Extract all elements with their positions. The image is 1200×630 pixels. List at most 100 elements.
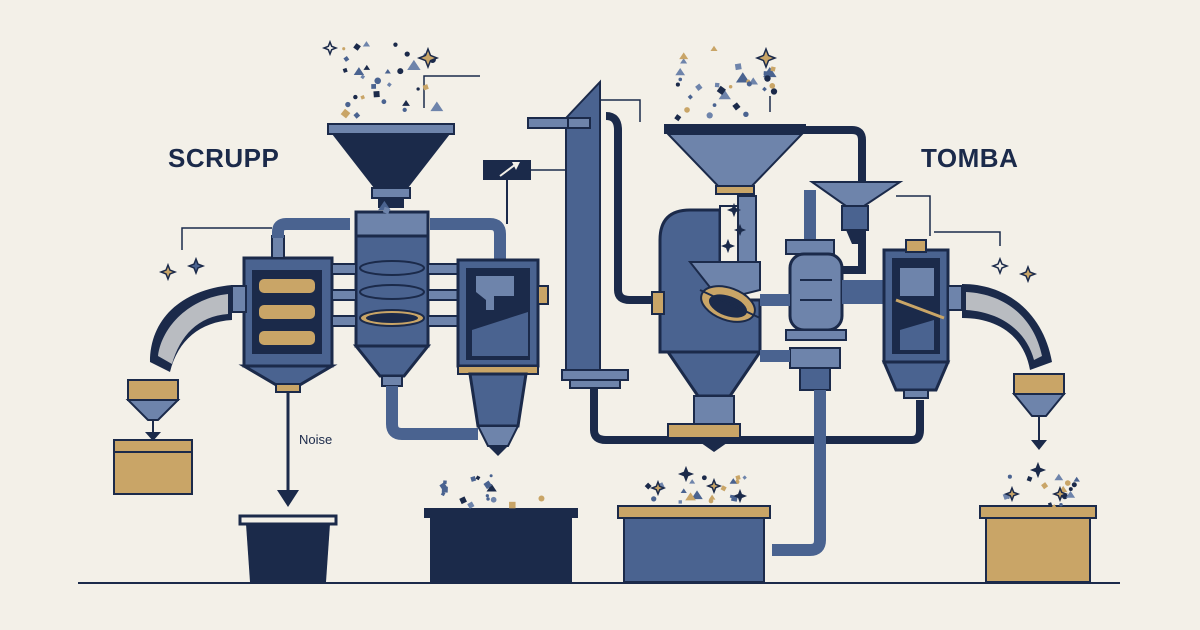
- confetti-particle-icon: [538, 495, 545, 502]
- sparkle-icon: [649, 479, 667, 497]
- confetti-particle-icon: [486, 483, 497, 492]
- confetti-particle-icon: [732, 102, 741, 111]
- tomba-label: TOMBA: [921, 143, 1019, 173]
- sparkle-icon: [186, 256, 206, 276]
- confetti-particle-icon: [371, 84, 377, 89]
- confetti-particle-icon: [342, 67, 348, 73]
- sparkle-icon: [1018, 264, 1038, 284]
- confetti-particle-icon: [485, 494, 489, 498]
- confetti-particle-icon: [714, 82, 720, 88]
- confetti-particle-icon: [374, 77, 382, 85]
- top-funnel-left: [327, 123, 455, 208]
- scrupp-label: SCRUPP: [168, 143, 280, 173]
- confetti-particle-icon: [345, 101, 351, 108]
- confetti-particle-icon: [467, 501, 475, 509]
- confetti-particle-icon: [407, 59, 421, 71]
- confetti-particle-icon: [382, 206, 391, 215]
- confetti-particle-icon: [734, 63, 742, 71]
- downward-arrow-icon: [145, 432, 161, 441]
- confetti-particle-icon: [763, 71, 768, 76]
- noise-bin: [238, 514, 338, 582]
- confetti-particle-icon: [1047, 502, 1053, 507]
- confetti-particle-icon: [746, 81, 752, 87]
- downward-arrow-icon: [277, 490, 299, 507]
- sparkle-icon: [733, 223, 747, 237]
- confetti-particle-icon: [1041, 482, 1049, 490]
- confetti-particle-icon: [441, 486, 448, 493]
- confetti-particle-icon: [644, 482, 652, 490]
- left-curved-chute: [150, 285, 232, 372]
- confetti-particle-icon: [443, 480, 447, 485]
- confetti-particles: [340, 41, 1080, 509]
- downward-arrow-icon: [1031, 440, 1047, 450]
- right-gold-bin: [979, 505, 1097, 583]
- confetti-particle-icon: [679, 52, 689, 60]
- confetti-particle-icon: [362, 41, 371, 47]
- right-small-hopper: [1011, 373, 1067, 450]
- confetti-particle-icon: [720, 485, 727, 492]
- confetti-particle-icon: [475, 475, 481, 481]
- confetti-particle-icon: [742, 475, 747, 480]
- confetti-particle-icon: [680, 488, 687, 494]
- top-pipe-a: [272, 218, 350, 238]
- tomba-top-pipe: [806, 126, 866, 262]
- sparkle-icon: [677, 465, 695, 483]
- confetti-particle-icon: [680, 58, 688, 64]
- central-column: [352, 210, 432, 387]
- confetti-particle-icon: [402, 107, 407, 113]
- confetti-particle-icon: [363, 64, 371, 70]
- left-small-hopper: [125, 379, 181, 441]
- confetti-particle-icon: [764, 75, 771, 82]
- confetti-particle-icon: [701, 475, 707, 481]
- confetti-particle-icon: [422, 84, 429, 91]
- confetti-particle-icon: [459, 496, 467, 505]
- confetti-particle-icon: [1065, 490, 1076, 498]
- confetti-particle-icon: [770, 66, 776, 72]
- confetti-particle-icon: [651, 496, 657, 502]
- confetti-particle-icon: [729, 478, 737, 484]
- noise-label: Noise: [299, 432, 333, 447]
- confetti-particle-icon: [762, 86, 767, 92]
- confetti-particle-icon: [353, 67, 365, 75]
- top-funnel-right: [664, 124, 806, 195]
- drum-drain-pipe: [772, 390, 826, 556]
- confetti-particle-icon: [735, 475, 741, 481]
- confetti-particle-icon: [710, 45, 718, 51]
- confetti-particle-icon: [353, 43, 361, 51]
- confetti-particle-icon: [384, 68, 391, 74]
- confetti-particle-icon: [770, 88, 778, 95]
- callout-right-a: [934, 231, 1001, 246]
- confetti-particle-icon: [1054, 473, 1064, 481]
- confetti-particle-icon: [735, 72, 750, 83]
- confetti-particle-icon: [430, 101, 444, 112]
- sparkle-icon: [726, 202, 742, 218]
- sieve-tank: [231, 235, 338, 393]
- confetti-particle-icon: [1026, 476, 1033, 482]
- sparkles: [158, 39, 1069, 504]
- confetti-particle-icon: [353, 111, 361, 119]
- sparkle-icon: [990, 256, 1010, 276]
- confetti-particle-icon: [393, 42, 398, 47]
- confetti-particle-icon: [685, 492, 696, 501]
- callout-left-a: [181, 227, 272, 250]
- confetti-particle-icon: [708, 498, 714, 504]
- center-right-bin: [617, 505, 771, 583]
- confetti-particle-icon: [712, 103, 717, 107]
- left-gold-bin: [113, 439, 193, 495]
- confetti-particle-icon: [678, 77, 683, 82]
- right-curved-chute: [947, 284, 1052, 370]
- confetti-particle-icon: [470, 476, 477, 482]
- tomba-mill-body: [651, 195, 763, 452]
- confetti-particle-icon: [675, 82, 680, 87]
- confetti-particle-icon: [360, 95, 365, 100]
- confetti-particle-icon: [486, 497, 490, 501]
- confetti-particle-icon: [675, 67, 686, 76]
- confetti-particle-icon: [360, 74, 366, 80]
- noise-arrow: [277, 392, 299, 507]
- confetti-particle-icon: [691, 490, 703, 500]
- sparkle-icon: [754, 46, 778, 70]
- lower-pipe: [386, 386, 478, 440]
- confetti-particle-icon: [397, 68, 404, 75]
